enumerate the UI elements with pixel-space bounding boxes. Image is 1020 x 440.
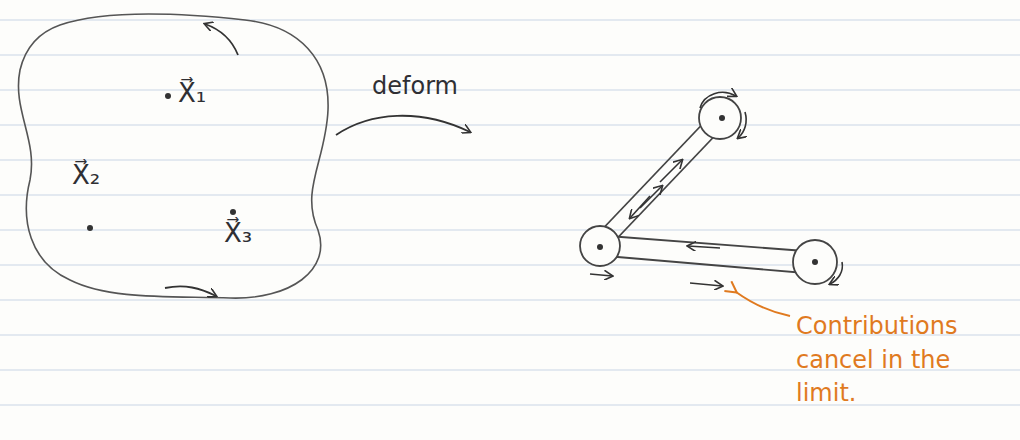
material-point — [230, 209, 236, 215]
orientation-arrow — [205, 24, 238, 55]
circulation-arrows — [590, 92, 842, 286]
deformed-nodes — [580, 97, 837, 284]
note-text: Contributions cancel in the limit. — [796, 310, 1011, 411]
point-label: X⃗₁ — [178, 78, 206, 109]
leader-line — [736, 292, 790, 316]
material-point — [87, 225, 93, 231]
point-label: X⃗₃ — [224, 218, 252, 249]
material-point — [165, 93, 171, 99]
point-label: X⃗₂ — [72, 160, 100, 191]
orientation-arrow — [165, 286, 216, 296]
deformed-tubes — [594, 112, 805, 273]
arrow-label: deform — [372, 72, 458, 101]
deform-arrow — [336, 116, 470, 135]
node-dots — [597, 115, 818, 265]
body-outline — [18, 14, 328, 298]
